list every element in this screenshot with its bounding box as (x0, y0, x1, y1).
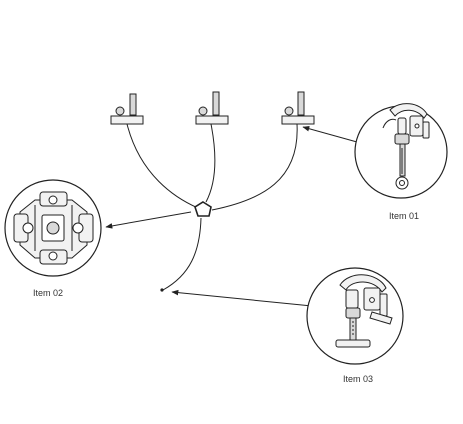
item-02-circle (4, 179, 102, 277)
item-01-circle (354, 103, 448, 199)
cable-down (162, 217, 202, 291)
ground-rod-left (110, 93, 144, 125)
arrows (105, 125, 358, 307)
cable-left (126, 123, 199, 209)
item-01-label: Item 01 (389, 211, 420, 221)
item-03-circle (306, 267, 404, 365)
plate-clamp-icon (13, 191, 94, 265)
ground-rod-center (195, 91, 229, 125)
cable-end-dot (160, 288, 164, 292)
t-handle-clamp-icon (335, 274, 393, 348)
ground-rod-right (281, 91, 315, 125)
cable-right (211, 123, 298, 211)
item-03-label: Item 03 (343, 374, 374, 384)
arrow-item-01 (302, 125, 358, 143)
arrow-item-02 (105, 211, 192, 229)
item-02-label: Item 02 (33, 288, 64, 298)
arrow-item-03 (171, 289, 313, 307)
junction-pentagon (194, 201, 212, 217)
cables (126, 123, 298, 291)
cable-center (205, 123, 216, 203)
ground-clamp-icon (382, 103, 430, 190)
